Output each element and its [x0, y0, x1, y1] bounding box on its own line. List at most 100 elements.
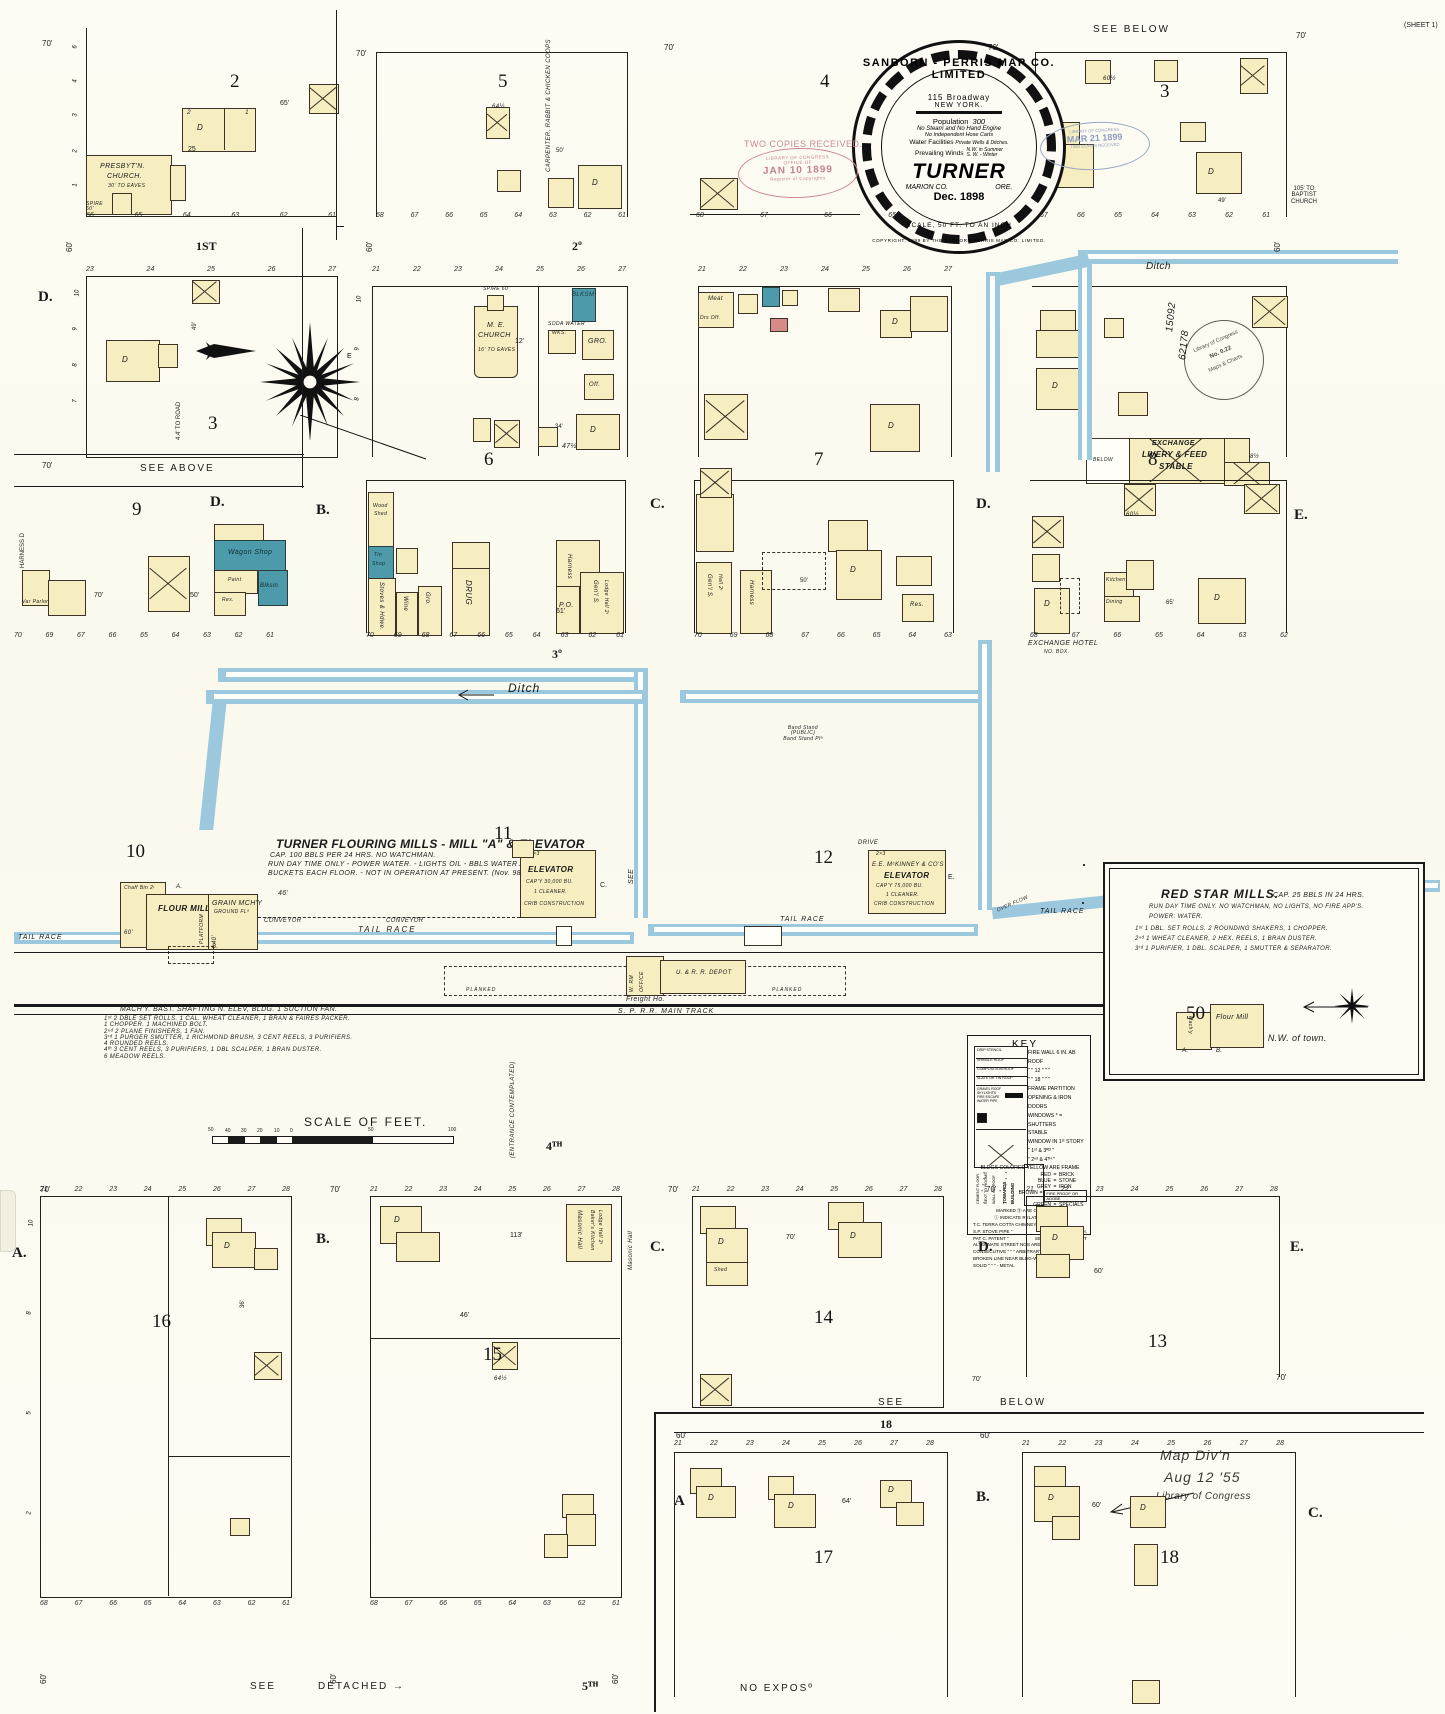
label-drugs: DRUG [464, 580, 473, 606]
v-tick: 8 [26, 1311, 33, 1315]
machinery-line-5: 4ᵗʰ 3 CENT REELS, 3 PURIFIERS, 1 DBL SCA… [104, 1047, 322, 1054]
dimension-label: 70' [786, 1234, 796, 1241]
seal-scale: SCALE, 50 FT. TO AN INCH [906, 222, 1012, 229]
lot-tick: 25 [207, 266, 215, 273]
label-chaff-bin: Chaff Bin 2ᵗ [124, 885, 155, 891]
label-grain-mchy-2: GROUND FLº [214, 909, 250, 915]
lot-tick: 26 [577, 266, 585, 273]
building-small [1126, 560, 1154, 590]
stable-x-hatch [704, 394, 746, 438]
lot-divider-h2 [370, 1338, 620, 1340]
edge-dim: 70' [1276, 1373, 1287, 1382]
dimension-label: 46' [278, 890, 289, 897]
building-wood-shed [368, 492, 394, 548]
building-meat-market [698, 292, 734, 328]
v-tick: 2 [26, 1511, 33, 1515]
label-mckinney-elevator: ELEVATOR [884, 871, 930, 880]
scale-seg-50 [292, 1136, 374, 1144]
building-label-dwelling: D [1048, 1493, 1055, 1502]
seal-winds-label: Prevailing Winds [915, 149, 964, 157]
key-colors-header: BLDGS COLORED YELLOW ARE FRAME [980, 1165, 1080, 1171]
lot-tick: 64 [1196, 632, 1205, 639]
lot-tick: 22 [710, 1440, 718, 1447]
block-outline-18 [1022, 1452, 1296, 1697]
lot-tick: 61 [616, 632, 624, 639]
lot-tick: 23 [780, 266, 788, 273]
building-dwelling [1196, 152, 1242, 194]
lot-tick: 22 [413, 266, 421, 273]
lot-tick: 21 [674, 1440, 682, 1447]
key-color-row: ""BLUE=STONE [983, 1178, 1077, 1184]
building-small [828, 288, 860, 312]
lot-tick: 68 [421, 632, 430, 639]
label-band-stand: Band Stand (PUBLIC) Band Stand Plª [768, 725, 838, 742]
dimension-label: 64½ [494, 1376, 507, 1382]
label-soda-water-2: WKS. [552, 330, 567, 336]
label-see-detached: SEE [250, 1681, 277, 1692]
lot-tick: 64 [514, 212, 523, 219]
lot-tick: 24 [1130, 1440, 1139, 1447]
label-paint-shop: Paint [228, 577, 242, 583]
seal-winds-1: N.W. in Summer [966, 146, 1003, 153]
lot-tick: 61 [266, 632, 274, 639]
dimension-label: 61' [556, 608, 566, 615]
label-see-bottom: SEE [878, 1397, 905, 1408]
lot-tick: 64 [171, 632, 180, 639]
building-soda-water-works [548, 330, 576, 354]
label-red-star-l1: RUN DAY TIME ONLY. NO WATCHMAN, NO LIGHT… [1149, 904, 1364, 910]
building-small [1154, 60, 1178, 82]
dimension-label: 64½ [492, 104, 505, 110]
building-small [538, 427, 558, 447]
street-letter-e: E. [1294, 507, 1308, 523]
block-outline-17 [674, 1452, 948, 1697]
label-mckinney-crib: CRIB CONSTRUCTION [874, 901, 935, 907]
stable-x-hatch [700, 1374, 730, 1404]
lot-tick: 25 [1165, 1186, 1174, 1193]
building-small [1180, 122, 1206, 142]
edge-dim: 70' [986, 1185, 997, 1194]
building-dwelling [838, 1222, 882, 1258]
building-mckinney-elevator [868, 850, 946, 914]
label-genl-store-1: Gen'l S. [592, 580, 598, 605]
lot-tick: 65 [143, 1600, 152, 1607]
seal-copyright: COPYRIGHT, 1899 BY THE SANBORN-PERRIS MA… [872, 238, 1046, 243]
building-small [1085, 60, 1111, 84]
machinery-note-title: MACH'Y. BAST. SHAFTING N. ELEV, BLDG. 1 … [120, 1006, 338, 1013]
building-dwelling [182, 108, 256, 152]
lot-tick: 63 [944, 632, 952, 639]
lot-tick: 62 [279, 212, 288, 219]
key-fn-8: CONSECUTIVE " " " ARBITRARY [973, 1249, 1043, 1255]
building-small [828, 520, 868, 552]
lot-tick: 22 [739, 266, 747, 273]
lot-tick: 28 [1270, 1186, 1278, 1193]
block-number-3: 3 [1160, 81, 1170, 102]
lot-tick: 63 [212, 1600, 221, 1607]
lot-tick: 25 [178, 1186, 187, 1193]
label-depot-waiting: W. RM [629, 974, 635, 992]
edge-dim: 70' [668, 1185, 679, 1194]
block-number-8: 8 [1148, 449, 1158, 470]
lot-tick: 27 [899, 1186, 908, 1193]
lot-tick: 27 [1235, 1186, 1244, 1193]
building-presbyterian-annex [170, 165, 186, 201]
sheet-number: (SHEET 1) [1404, 22, 1438, 29]
building-small [1036, 330, 1084, 358]
lot-tick: 62 [588, 632, 597, 639]
label-dining: Dining [1106, 599, 1123, 605]
compass-rose: E [255, 310, 365, 442]
lot-tick: 25 [830, 1186, 839, 1193]
scale-seg-100 [372, 1136, 454, 1144]
stamp-two-copies-received: TWO COPIES RECEIVED. [744, 139, 863, 149]
label-exchange-hotel-2: NO. BOX. [1044, 649, 1070, 655]
stable-x-hatch [1032, 516, 1062, 546]
key-fn-1: ⓘ INDICATE RELATIVE HEIGHTS [994, 1214, 1066, 1220]
building-small [230, 1518, 250, 1536]
edge-dim: 60' [365, 241, 374, 252]
block-outline-3o [366, 480, 626, 633]
scale-tick-4: 10 [274, 1128, 280, 1134]
